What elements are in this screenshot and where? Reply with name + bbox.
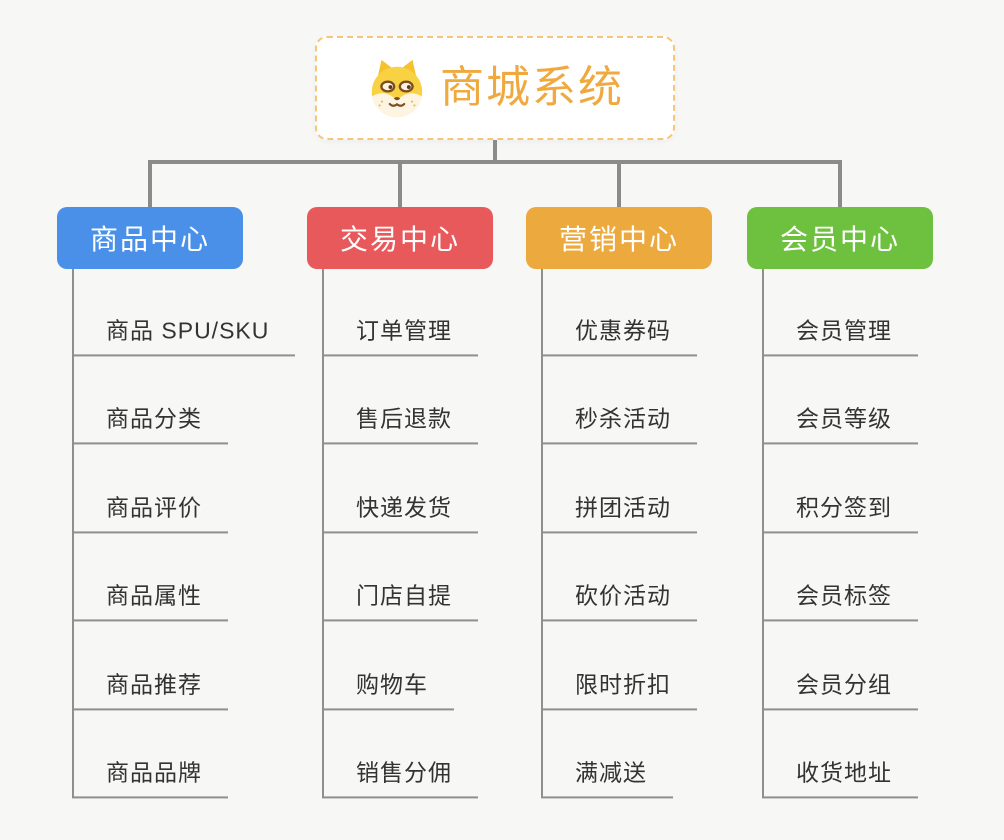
leaf-topic[interactable]: 购物车	[322, 671, 454, 710]
branch-header-member-center[interactable]: 会员中心	[747, 207, 933, 269]
drop-connector-marketing	[617, 160, 621, 207]
leaf-topic[interactable]: 拼团活动	[541, 494, 697, 533]
branch-label: 营销中心	[558, 224, 679, 255]
branch-product-center: 商品中心 商品 SPU/SKU 商品分类 商品评价 商品属性 商品推荐 商品品牌	[57, 207, 296, 807]
leaf-topic[interactable]: 订单管理	[322, 317, 478, 356]
branch-member-center: 会员中心 会员管理 会员等级 积分签到 会员标签 会员分组 收货地址	[747, 207, 933, 807]
drop-connector-trade	[398, 160, 402, 207]
branch-header-marketing-center[interactable]: 营销中心	[526, 207, 712, 269]
leaf-topic[interactable]: 秒杀活动	[541, 405, 697, 444]
branch-connector-bar	[148, 160, 842, 164]
leaf-topic[interactable]: 快递发货	[322, 494, 478, 533]
leaf-topic[interactable]: 商品属性	[72, 582, 228, 621]
leaf-topic[interactable]: 满减送	[541, 759, 673, 798]
branch-spine	[322, 269, 324, 798]
leaf-topic[interactable]: 商品品牌	[72, 759, 228, 798]
branch-spine	[72, 269, 74, 798]
leaf-topic[interactable]: 商品推荐	[72, 671, 228, 710]
leaf-topic[interactable]: 积分签到	[762, 494, 918, 533]
drop-connector-product	[148, 160, 152, 207]
leaf-topic[interactable]: 商品分类	[72, 405, 228, 444]
leaf-topic[interactable]: 商品 SPU/SKU	[72, 317, 296, 356]
branch-marketing-center: 营销中心 优惠券码 秒杀活动 拼团活动 砍价活动 限时折扣 满减送	[526, 207, 712, 807]
branch-header-trade-center[interactable]: 交易中心	[307, 207, 493, 269]
branch-header-product-center[interactable]: 商品中心	[57, 207, 243, 269]
leaf-topic[interactable]: 收货地址	[762, 759, 918, 798]
leaf-topic[interactable]: 会员分组	[762, 671, 918, 710]
branch-label: 会员中心	[779, 224, 900, 255]
branch-trade-center: 交易中心 订单管理 售后退款 快递发货 门店自提 购物车 销售分佣	[307, 207, 493, 807]
leaf-topic[interactable]: 限时折扣	[541, 671, 697, 710]
leaf-topic[interactable]: 会员标签	[762, 582, 918, 621]
branch-spine	[541, 269, 543, 798]
branch-spine	[762, 269, 764, 798]
dog-face-icon	[371, 59, 423, 118]
leaf-topic[interactable]: 会员管理	[762, 317, 918, 356]
leaf-topic[interactable]: 门店自提	[322, 582, 478, 621]
leaf-topic[interactable]: 优惠券码	[541, 317, 697, 356]
branch-label: 交易中心	[339, 224, 460, 255]
branch-label: 商品中心	[89, 224, 210, 255]
leaf-topic[interactable]: 售后退款	[322, 405, 478, 444]
leaf-topic[interactable]: 会员等级	[762, 405, 918, 444]
root-stem-connector	[493, 140, 497, 164]
leaf-topic[interactable]: 销售分佣	[322, 759, 478, 798]
drop-connector-member	[838, 160, 842, 207]
leaf-topic[interactable]: 商品评价	[72, 494, 228, 533]
root-topic[interactable]: 商城系统	[315, 36, 675, 140]
root-topic-title: 商城系统	[440, 63, 624, 112]
leaf-topic[interactable]: 砍价活动	[541, 582, 697, 621]
